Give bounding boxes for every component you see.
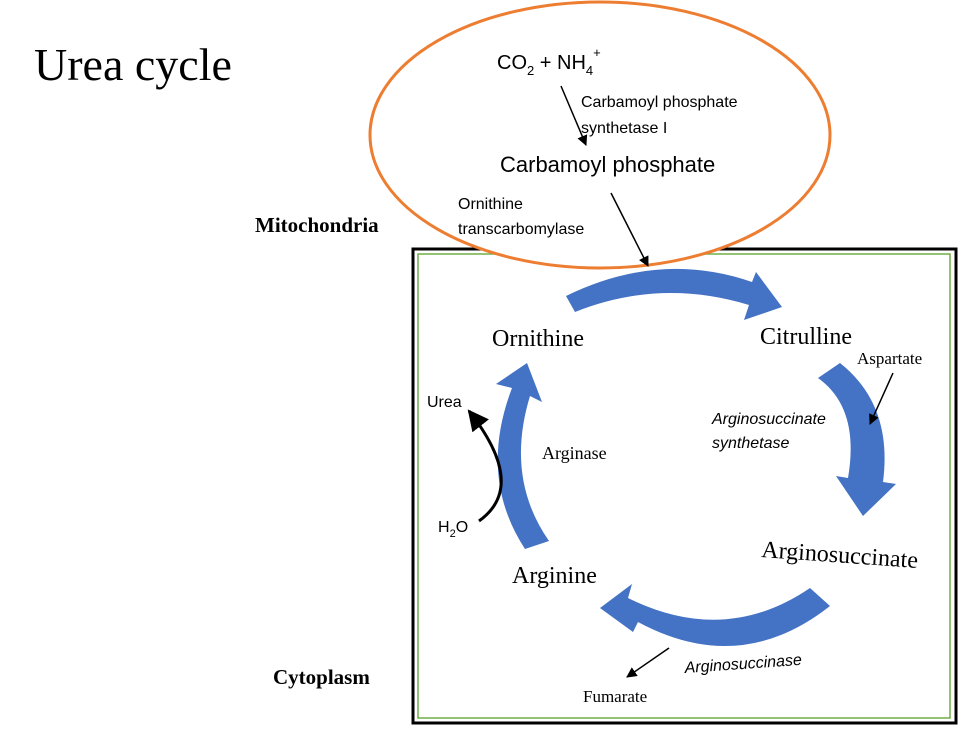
mitochondria-label: Mitochondria [255, 213, 379, 237]
ornithine-label: Ornithine [492, 326, 584, 352]
argininosuccinate-label: Arginosuccinate [761, 537, 919, 574]
aspartate-arrow [869, 372, 894, 425]
arginase-label: Arginase [542, 443, 607, 463]
citrulline-label: Citrulline [760, 324, 852, 350]
arginine-to-ornithine-arrow [496, 363, 549, 549]
synthetase-line1: Arginosuccinate [711, 411, 826, 428]
fumarate-label: Fumarate [583, 687, 647, 706]
enzyme2-line1: Ornithine [458, 196, 523, 213]
aspartate-label: Aspartate [857, 349, 922, 368]
ornithine-to-citrulline-arrow [566, 268, 782, 320]
reactants-label: CO2 + NH4+ [497, 45, 601, 78]
product-to-cycle-arrow [610, 192, 649, 267]
argininosuccinate-to-arginine-arrow [600, 584, 830, 647]
cytoplasm-label: Cytoplasm [273, 665, 370, 689]
page-title: Urea cycle [34, 39, 232, 90]
arginine-label: Arginine [512, 563, 597, 589]
enzyme1-line2: synthetase I [581, 120, 667, 137]
enzyme2-line2: transcarbomylase [458, 221, 584, 238]
mitochondria-ellipse [368, 0, 832, 270]
fumarate-arrow [626, 647, 670, 678]
carbamoyl-phosphate-label: Carbamoyl phosphate [500, 152, 715, 177]
synthetase-line2: synthetase [712, 435, 789, 452]
citrulline-to-argininosuccinate-arrow [818, 363, 896, 516]
argininosuccinase-label: Arginosuccinase [683, 652, 802, 677]
water-to-urea-arrow [467, 409, 503, 523]
urea-label: Urea [427, 394, 462, 411]
reactants-to-product-arrow [560, 85, 588, 146]
enzyme1-line1: Carbamoyl phosphate [581, 94, 738, 111]
water-label: H2O [438, 519, 468, 540]
